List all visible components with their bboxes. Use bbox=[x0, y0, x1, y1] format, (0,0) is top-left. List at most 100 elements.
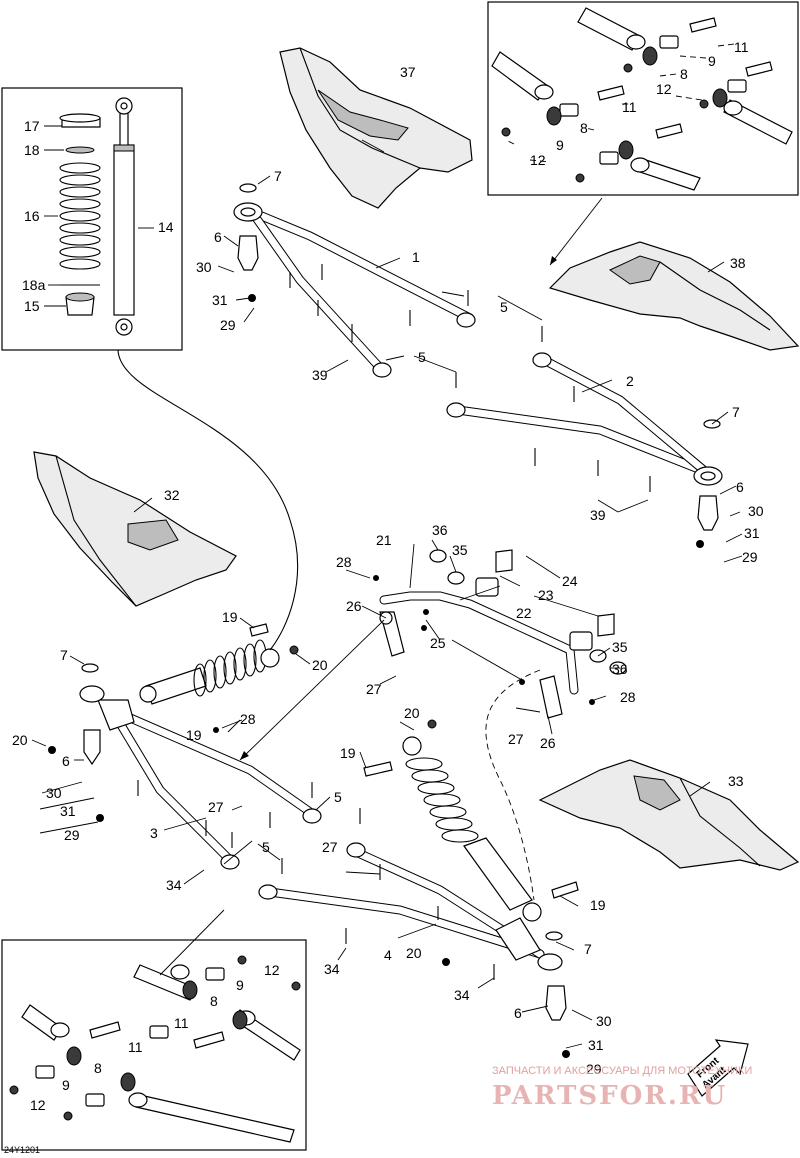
callout-29b: 29 bbox=[742, 549, 758, 565]
callout-12a: 12 bbox=[656, 81, 672, 97]
callout-2: 2 bbox=[626, 373, 634, 389]
callout-25: 25 bbox=[430, 635, 446, 651]
callout-7a: 7 bbox=[274, 168, 282, 184]
callout-28b: 28 bbox=[240, 711, 256, 727]
shock-absorber-center bbox=[363, 719, 579, 922]
callout-27b: 27 bbox=[208, 799, 224, 815]
callout-9a: 9 bbox=[708, 53, 716, 69]
callout-21: 21 bbox=[376, 532, 392, 548]
lower-bushing-detail bbox=[9, 955, 301, 1143]
callout-23: 23 bbox=[538, 587, 554, 603]
callout-6b: 6 bbox=[736, 479, 744, 495]
callout-9d: 9 bbox=[62, 1077, 70, 1093]
callout-7d: 7 bbox=[584, 941, 592, 957]
callout-5b: 5 bbox=[418, 349, 426, 365]
callout-4: 4 bbox=[384, 947, 392, 963]
callout-30a: 30 bbox=[196, 259, 212, 275]
callout-36a: 36 bbox=[432, 522, 448, 538]
callout-curve-shock bbox=[117, 349, 299, 651]
callout-31a: 31 bbox=[212, 292, 228, 308]
callout-8c: 8 bbox=[210, 993, 218, 1009]
arrow-head-sway bbox=[240, 751, 249, 760]
callout-18a: 18a bbox=[22, 277, 46, 293]
callout-37: 37 bbox=[400, 64, 416, 80]
callout-3: 3 bbox=[150, 825, 158, 841]
callout-19a: 19 bbox=[222, 609, 238, 625]
callout-7b: 7 bbox=[732, 404, 740, 420]
callout-31c: 31 bbox=[60, 803, 76, 819]
callout-5c: 5 bbox=[334, 789, 342, 805]
callout-20d: 20 bbox=[406, 945, 422, 961]
callout-6a: 6 bbox=[214, 229, 222, 245]
callout-7c: 7 bbox=[60, 647, 68, 663]
callout-9b: 9 bbox=[556, 137, 564, 153]
callout-34a: 34 bbox=[166, 877, 182, 893]
callout-8a: 8 bbox=[680, 66, 688, 82]
label-leaders bbox=[31, 139, 743, 1049]
drawing-code: 24Y1201 bbox=[4, 1145, 40, 1155]
callout-8b: 8 bbox=[580, 120, 588, 136]
callout-26a: 26 bbox=[346, 598, 362, 614]
callout-20c: 20 bbox=[404, 705, 420, 721]
callout-29a: 29 bbox=[220, 317, 236, 333]
callout-1: 1 bbox=[412, 249, 420, 265]
callout-6d: 6 bbox=[514, 1005, 522, 1021]
cover-32 bbox=[33, 451, 237, 607]
callout-34b: 34 bbox=[324, 961, 340, 977]
watermark: ЗАПЧАСТИ И АКСЕССУАРЫ ДЛЯ МОТОТЕХНИКИ PA… bbox=[492, 1065, 752, 1111]
inset-arrow-upper bbox=[549, 197, 603, 266]
shock-detail-inset bbox=[1, 87, 183, 351]
callout-39a: 39 bbox=[312, 367, 328, 383]
inset-arrow-lower bbox=[159, 909, 225, 976]
callout-34c: 34 bbox=[454, 987, 470, 1003]
callout-19d: 19 bbox=[590, 897, 606, 913]
cover-33 bbox=[538, 759, 800, 871]
lower-a-arm-4 bbox=[258, 842, 567, 1021]
shock-absorber-detail bbox=[44, 97, 154, 336]
upper-a-arm-2 bbox=[446, 352, 723, 531]
upper-bushing-detail bbox=[491, 7, 793, 191]
callout-32: 32 bbox=[164, 487, 180, 503]
callout-9c: 9 bbox=[236, 977, 244, 993]
callout-19c: 19 bbox=[340, 745, 356, 761]
upper-bushing-inset bbox=[487, 1, 799, 196]
callout-30d: 30 bbox=[596, 1013, 612, 1029]
callout-14: 14 bbox=[158, 219, 174, 235]
callout-18: 18 bbox=[24, 142, 40, 158]
callout-35b: 35 bbox=[612, 639, 628, 655]
callout-29c: 29 bbox=[64, 827, 80, 843]
callout-11d: 11 bbox=[128, 1039, 143, 1055]
callout-31b: 31 bbox=[744, 525, 760, 541]
callout-35a: 35 bbox=[452, 542, 468, 558]
callout-16: 16 bbox=[24, 208, 40, 224]
cover-37 bbox=[279, 47, 473, 209]
lower-a-arm-3 bbox=[79, 663, 322, 870]
lower-bushing-inset bbox=[1, 939, 307, 1151]
callout-12c: 12 bbox=[264, 962, 280, 978]
callout-27c: 27 bbox=[322, 839, 338, 855]
callout-12d: 12 bbox=[30, 1097, 46, 1113]
callout-15: 15 bbox=[24, 298, 40, 314]
watermark-line1: ЗАПЧАСТИ И АКСЕССУАРЫ ДЛЯ МОТОТЕХНИКИ bbox=[492, 1065, 752, 1077]
callout-26b: 26 bbox=[540, 735, 556, 751]
callout-19b: 19 bbox=[186, 727, 202, 743]
callout-20a: 20 bbox=[312, 657, 328, 673]
callout-11c: 11 bbox=[174, 1015, 189, 1031]
watermark-line2: PARTSFOR.RU bbox=[492, 1081, 727, 1111]
cover-38 bbox=[548, 241, 800, 351]
callout-5d: 5 bbox=[262, 839, 270, 855]
callout-labels: 1 2 3 4 5 5 5 5 6 6 6 6 7 7 7 7 8 8 8 8 … bbox=[12, 39, 764, 1113]
callout-27d: 27 bbox=[508, 731, 524, 747]
studs bbox=[137, 264, 651, 980]
shock-absorber-left bbox=[139, 623, 299, 705]
callout-20b: 20 bbox=[12, 732, 28, 748]
callout-8d: 8 bbox=[94, 1060, 102, 1076]
sway-bar bbox=[379, 549, 627, 719]
arrow-sway-link bbox=[239, 619, 385, 761]
callout-28c: 28 bbox=[620, 689, 636, 705]
callout-17: 17 bbox=[24, 118, 40, 134]
callout-11a: 11 bbox=[734, 39, 749, 55]
callout-39b: 39 bbox=[590, 507, 606, 523]
upper-a-arm-1 bbox=[233, 183, 476, 378]
